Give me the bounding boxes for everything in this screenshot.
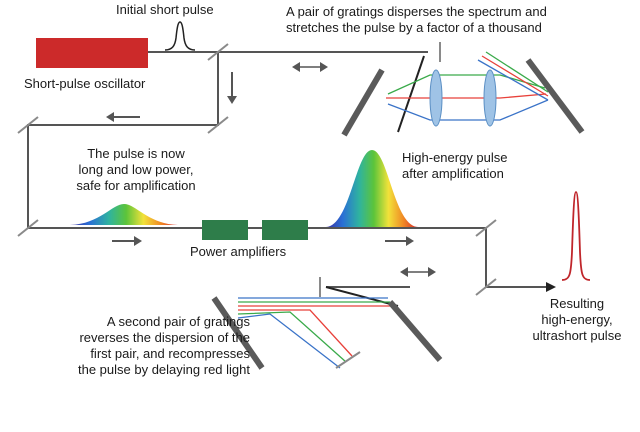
oscillator-label: Short-pulse oscillator <box>24 76 146 91</box>
compress-gratings-line-3: first pair, and recompresses <box>90 346 250 361</box>
long-pulse-line-2: long and low power, <box>78 162 194 177</box>
double-headed-arrow-icon <box>292 62 328 72</box>
long-pulse-line-3: safe for amplification <box>76 178 196 193</box>
short-pulse-oscillator <box>36 38 148 68</box>
power-amplifier-2 <box>262 220 308 240</box>
direction-arrow-icon <box>112 236 142 246</box>
high-energy-pulse-spectrum <box>326 150 418 227</box>
stretcher-grating-2 <box>525 58 585 134</box>
mirrors <box>17 42 497 297</box>
result-line-1: Resulting <box>549 296 605 311</box>
result-pulse-waveform <box>561 191 591 281</box>
stretcher-grating-1 <box>341 68 385 137</box>
initial-pulse-label: Initial short pulse <box>116 2 214 17</box>
stretcher-lens-2 <box>483 69 497 127</box>
mirror <box>17 219 39 237</box>
compressor-grating-2 <box>387 300 443 362</box>
stretcher-assembly <box>341 51 585 137</box>
beam-to-grating <box>325 286 399 307</box>
result-line-2: high-energy, <box>541 312 613 327</box>
result-label: Resulting high-energy, ultrashort pulse <box>518 296 636 344</box>
mirror <box>207 116 229 134</box>
mirror <box>475 219 497 237</box>
compressor-assembly <box>211 296 443 370</box>
compress-gratings-label: A second pair of gratings reverses the d… <box>18 314 250 378</box>
compressor-rays <box>237 297 392 369</box>
stretcher-rays <box>386 51 549 121</box>
direction-arrows <box>106 72 414 246</box>
compress-gratings-line-1: A second pair of gratings <box>106 314 250 329</box>
result-line-3: ultrashort pulse <box>532 328 622 343</box>
high-energy-label: High-energy pulse after amplification <box>402 150 552 182</box>
compress-gratings-line-4: the pulse by delaying red light <box>77 362 250 377</box>
direction-arrow-icon <box>106 112 140 122</box>
direction-arrow-icon <box>385 236 414 246</box>
long-pulse-line-1: The pulse is now <box>87 146 185 161</box>
high-energy-line-1: High-energy pulse <box>402 150 508 165</box>
compressor-mirror <box>335 351 361 369</box>
initial-pulse-waveform <box>164 21 196 51</box>
compressor-grating-1 <box>211 296 265 370</box>
stretch-gratings-label: A pair of gratings disperses the spectru… <box>286 4 638 36</box>
direction-arrow-icon <box>227 72 237 104</box>
stretch-gratings-line-2: stretches the pulse by a factor of a tho… <box>286 20 542 35</box>
double-headed-arrow-icon <box>400 267 436 277</box>
long-pulse-label: The pulse is now long and low power, saf… <box>56 146 216 194</box>
stretched-pulse-spectrum <box>70 204 178 225</box>
double-arrows <box>292 62 436 277</box>
beam-to-grating <box>397 55 425 133</box>
power-amplifiers-label: Power amplifiers <box>190 244 287 259</box>
high-energy-line-2: after amplification <box>402 166 504 181</box>
compress-gratings-line-2: reverses the dispersion of the <box>79 330 250 345</box>
mirror <box>475 278 497 296</box>
stretcher-lens-1 <box>429 69 443 127</box>
stretch-gratings-line-1: A pair of gratings disperses the spectru… <box>286 4 547 19</box>
output-arrowhead-icon <box>546 282 556 292</box>
mirror <box>207 43 229 61</box>
power-amplifier-1 <box>202 220 248 240</box>
mirror <box>17 116 39 134</box>
